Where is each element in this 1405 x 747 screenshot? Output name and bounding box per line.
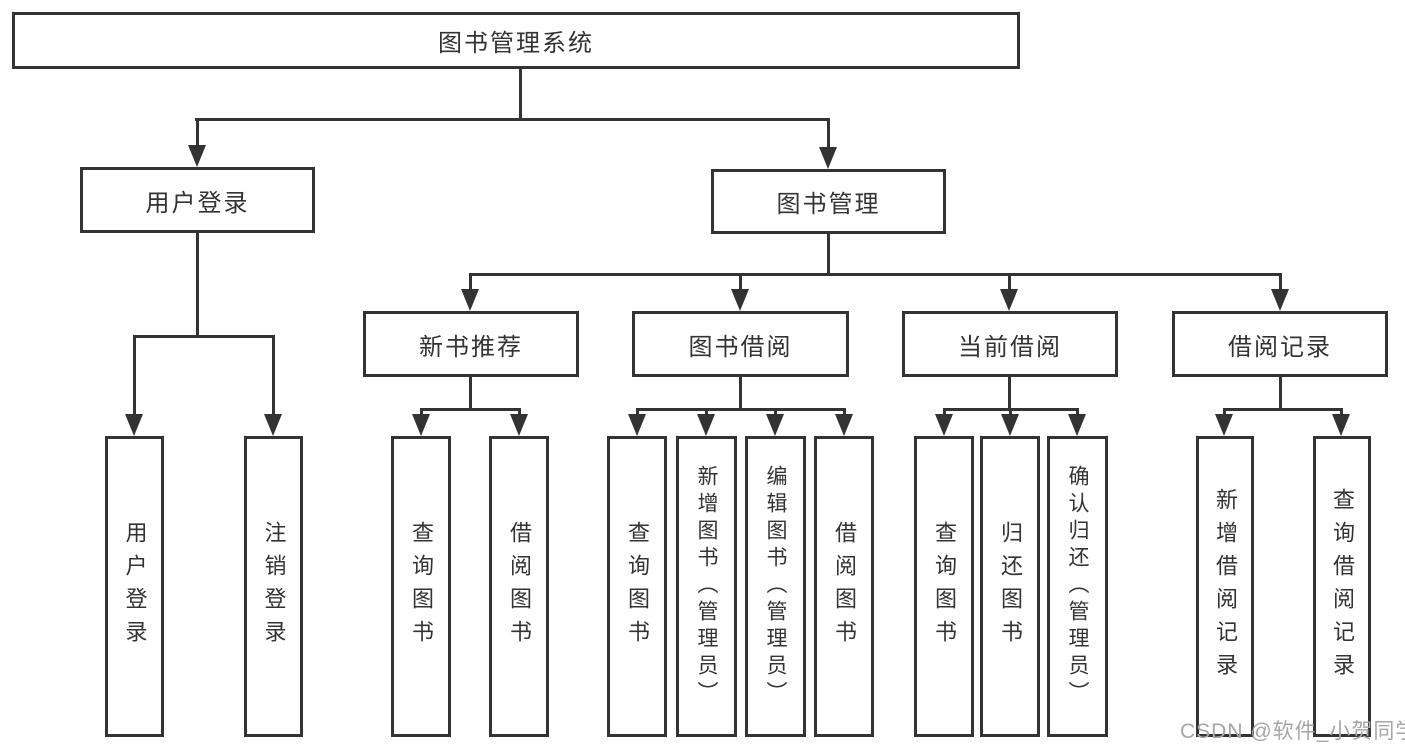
node-leaf-records-add-record: 新增借阅记录 [1196, 436, 1254, 737]
node-leaf-recommend-query-books: 查询图书 [391, 436, 451, 737]
connector-line [704, 408, 708, 414]
node-leaf-borrowing-borrow-books: 借阅图书 [814, 436, 874, 737]
node-label: 图书管理 [776, 191, 881, 218]
arrowhead-down-icon [766, 414, 784, 436]
connector-line [420, 408, 521, 411]
node-label: 确认归还（管理员） [1066, 465, 1089, 708]
connector-line [738, 377, 742, 408]
arrowhead-down-icon [1001, 414, 1019, 436]
node-label: 借阅图书 [507, 520, 532, 653]
connector-line [1075, 408, 1079, 414]
node-root-library-management-system: 图书管理系统 [12, 12, 1020, 69]
connector-line [1007, 377, 1011, 408]
connector-line [826, 118, 830, 147]
node-label: 新增图书（管理员） [695, 465, 718, 708]
node-borrowing-records: 借阅记录 [1172, 311, 1388, 377]
arrowhead-down-icon [1332, 414, 1350, 436]
arrowhead-down-icon [188, 145, 206, 167]
node-current-borrowing: 当前借阅 [902, 311, 1118, 377]
arrowhead-down-icon [935, 414, 953, 436]
connector-line [636, 408, 845, 411]
arrowhead-down-icon [731, 289, 749, 311]
node-label: 归还图书 [998, 520, 1023, 653]
node-label: 注销登录 [261, 520, 287, 653]
node-label: 用户登录 [145, 189, 250, 217]
node-label: 用户登录 [122, 520, 148, 653]
connector-line [942, 408, 946, 414]
connector-line [738, 273, 742, 289]
connector-line [469, 273, 1282, 276]
node-leaf-records-query-record: 查询借阅记录 [1313, 436, 1371, 737]
arrowhead-down-icon [697, 414, 715, 436]
node-leaf-current-query-books: 查询图书 [914, 436, 974, 737]
connector-line [1339, 408, 1343, 414]
node-new-book-recommend: 新书推荐 [363, 311, 579, 377]
node-label: 新书推荐 [419, 333, 523, 361]
node-label: 查询图书 [625, 520, 650, 653]
connector-line [195, 232, 199, 335]
connector-line [271, 335, 275, 414]
arrowhead-down-icon [835, 414, 853, 436]
node-label: 新增借阅记录 [1213, 487, 1238, 686]
node-leaf-borrowing-add-books-admin: 新增图书（管理员） [676, 436, 737, 737]
node-label: 当前借阅 [958, 333, 1062, 361]
connector-line [468, 273, 472, 289]
connector-line [1222, 408, 1226, 414]
node-label: 借阅记录 [1228, 333, 1332, 361]
arrowhead-down-icon [1068, 414, 1086, 436]
arrowhead-down-icon [461, 289, 479, 311]
arrowhead-down-icon [412, 414, 430, 436]
node-label: 图书管理系统 [438, 30, 594, 57]
arrowhead-down-icon [819, 147, 837, 169]
arrowhead-down-icon [1271, 289, 1289, 311]
connector-line [132, 335, 136, 414]
connector-line [517, 408, 521, 414]
arrowhead-down-icon [1215, 414, 1233, 436]
node-user-login: 用户登录 [80, 167, 315, 233]
csdn-watermark: CSDN @软件_小贺同学 [1180, 720, 1405, 743]
connector-line [195, 118, 199, 145]
arrowhead-down-icon [1000, 289, 1018, 311]
connector-line [1007, 273, 1011, 289]
node-leaf-logout: 注销登录 [244, 436, 303, 737]
connector-line [826, 233, 830, 273]
connector-line [842, 408, 846, 414]
arrowhead-down-icon [264, 414, 282, 436]
node-label: 查询借阅记录 [1330, 487, 1355, 686]
connector-line [1223, 408, 1343, 411]
node-leaf-recommend-borrow-books: 借阅图书 [489, 436, 549, 737]
connector-line [133, 335, 274, 338]
arrowhead-down-icon [125, 414, 143, 436]
connector-line [1278, 377, 1282, 408]
node-book-borrowing: 图书借阅 [632, 311, 849, 377]
node-label: 查询图书 [409, 520, 434, 653]
connector-line [195, 118, 830, 121]
node-label: 借阅图书 [832, 520, 857, 653]
connector-line [468, 377, 472, 408]
node-leaf-borrowing-edit-books-admin: 编辑图书（管理员） [745, 436, 806, 737]
arrowhead-down-icon [510, 414, 528, 436]
node-label: 图书借阅 [688, 333, 793, 361]
node-leaf-user-login: 用户登录 [105, 436, 164, 737]
connector-line [1008, 408, 1012, 414]
node-leaf-current-confirm-return-admin: 确认归还（管理员） [1047, 436, 1108, 737]
node-leaf-current-return-books: 归还图书 [980, 436, 1040, 737]
node-leaf-borrowing-query-books: 查询图书 [607, 436, 667, 737]
node-label: 编辑图书（管理员） [764, 465, 787, 708]
connector-line [1278, 273, 1282, 289]
connector-line [635, 408, 639, 414]
connector-line [419, 408, 423, 414]
connector-line [518, 69, 522, 118]
arrowhead-down-icon [628, 414, 646, 436]
node-book-management: 图书管理 [711, 169, 946, 234]
node-label: 查询图书 [932, 520, 957, 653]
connector-line [773, 408, 777, 414]
